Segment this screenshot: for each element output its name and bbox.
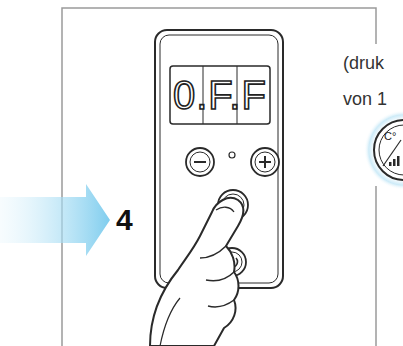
callout-note: (druk bbox=[343, 54, 384, 74]
zoomed-mode-button bbox=[374, 120, 403, 180]
minus-button bbox=[186, 148, 214, 176]
button-glow bbox=[364, 110, 403, 190]
callout-note: von 1 bbox=[343, 90, 387, 110]
display-window bbox=[170, 66, 270, 124]
indicator-led bbox=[229, 152, 235, 158]
pointer-arrow bbox=[0, 184, 110, 256]
step-number: 4 bbox=[116, 203, 133, 236]
display-readout: 0.F.F bbox=[173, 73, 267, 117]
wall-outline bbox=[375, 186, 377, 346]
wall-outline bbox=[62, 8, 376, 346]
plus-button bbox=[251, 148, 279, 176]
hand bbox=[150, 198, 243, 346]
button-symbol: C° bbox=[384, 130, 396, 142]
